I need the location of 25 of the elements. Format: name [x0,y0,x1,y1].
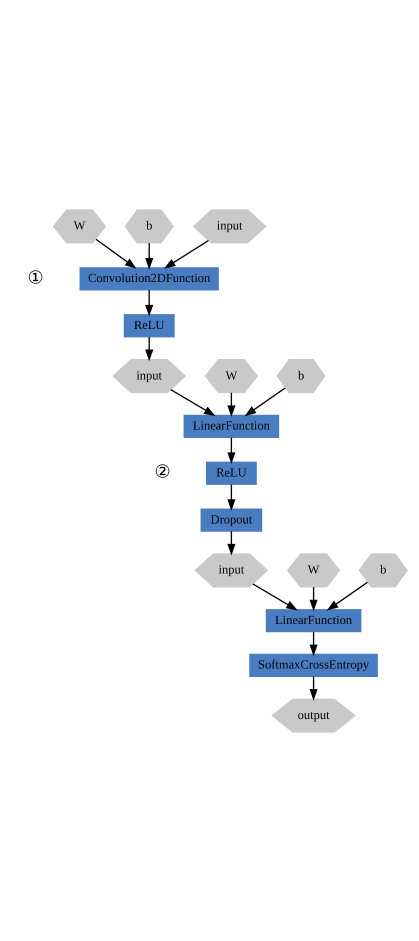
arrow [96,238,137,268]
arrow [244,386,286,416]
node-box: Convolution2DFunction [80,266,219,290]
arrow [145,336,154,361]
arrow [227,437,236,464]
node-box: ReLU [206,461,257,484]
arrow [310,676,318,700]
node-box: LinearFunction [266,608,362,632]
arrow [164,240,209,268]
node-box: ReLU [124,314,175,337]
arrow [310,631,318,656]
arrow [227,530,236,556]
node-box: SoftmaxCrossEntropy [249,653,378,676]
node-box: Dropout [200,508,262,532]
arrow [326,581,368,610]
label: ① [28,266,44,287]
arrow [145,242,154,270]
arrow [310,586,318,611]
arrow [170,388,216,416]
arrow [227,484,236,510]
label: ② [154,461,171,482]
node-box: LinearFunction [184,414,280,438]
arrow [252,582,298,610]
arrow [227,392,236,417]
arrow [145,290,154,316]
